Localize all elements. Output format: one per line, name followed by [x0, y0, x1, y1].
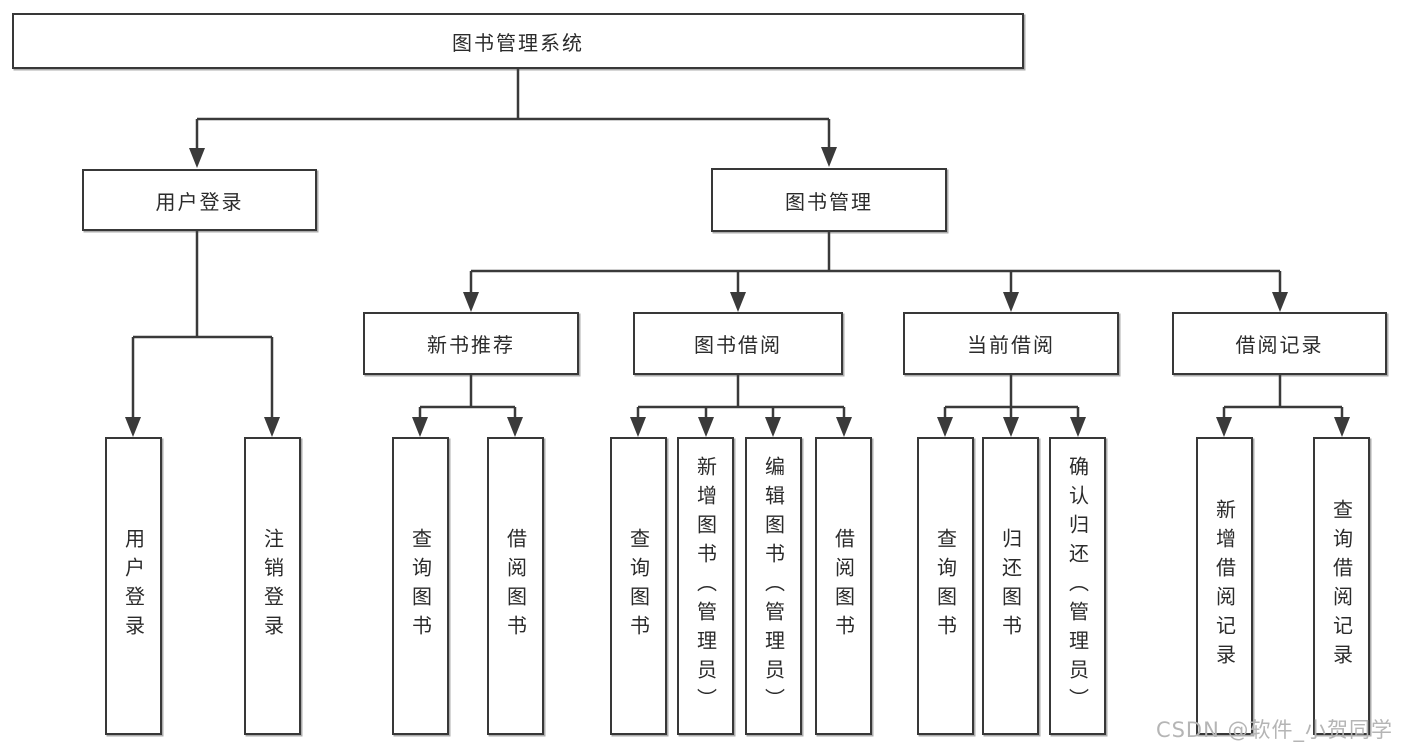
node-user-login: 用户登录 [82, 169, 317, 231]
leaf-add-borrow-record-label: 新增借阅记录 [1212, 499, 1237, 673]
leaf-query-borrow-record: 查询借阅记录 [1313, 437, 1370, 735]
leaf-query-borrow-record-label: 查询借阅记录 [1329, 499, 1354, 673]
arrowhead-icon [821, 147, 837, 167]
arrowhead-icon [698, 417, 714, 437]
leaf-recommend-query-books-label: 查询图书 [408, 528, 433, 644]
node-current-borrowing-label: 当前借阅 [967, 333, 1055, 357]
leaf-borrowing-borrow-books-label: 借阅图书 [831, 528, 856, 644]
leaf-edit-books-admin-label: 编辑图书（管理员） [761, 455, 786, 717]
leaf-edit-books-admin: 编辑图书（管理员） [745, 437, 802, 735]
arrowhead-icon [836, 417, 852, 437]
arrowhead-icon [1070, 417, 1086, 437]
arrowhead-icon [1003, 417, 1019, 437]
arrowhead-icon [125, 417, 141, 437]
node-new-book-recommendation-label: 新书推荐 [427, 333, 515, 357]
leaf-add-borrow-record: 新增借阅记录 [1196, 437, 1253, 735]
arrowhead-icon [1003, 292, 1019, 312]
arrowheads [125, 147, 1350, 437]
leaf-recommend-borrow-books-label: 借阅图书 [503, 528, 528, 644]
leaf-recommend-borrow-books: 借阅图书 [487, 437, 544, 735]
arrowhead-icon [937, 417, 953, 437]
arrowhead-icon [1334, 417, 1350, 437]
leaf-user-login: 用户登录 [105, 437, 162, 735]
leaf-confirm-return-admin-label: 确认归还（管理员） [1065, 455, 1090, 717]
leaf-recommend-query-books: 查询图书 [392, 437, 449, 735]
leaf-current-query-books-label: 查询图书 [933, 528, 958, 644]
leaf-add-books-admin: 新增图书（管理员） [677, 437, 734, 735]
leaf-return-books-label: 归还图书 [998, 528, 1023, 644]
leaf-confirm-return-admin: 确认归还（管理员） [1049, 437, 1106, 735]
arrowhead-icon [765, 417, 781, 437]
connector-path [131, 69, 1344, 419]
leaf-return-books: 归还图书 [982, 437, 1039, 735]
node-book-borrowing: 图书借阅 [633, 312, 843, 375]
leaf-borrowing-borrow-books: 借阅图书 [815, 437, 872, 735]
arrowhead-icon [412, 417, 428, 437]
root-node-label: 图书管理系统 [452, 30, 584, 55]
node-book-management: 图书管理 [711, 168, 947, 232]
leaf-user-login-label: 用户登录 [121, 528, 146, 644]
node-borrowing-records-label: 借阅记录 [1235, 333, 1324, 357]
arrowhead-icon [463, 292, 479, 312]
node-book-borrowing-label: 图书借阅 [694, 333, 782, 357]
arrowhead-icon [730, 292, 746, 312]
node-book-management-label: 图书管理 [785, 189, 873, 214]
leaf-logout-label: 注销登录 [260, 528, 285, 644]
node-borrowing-records: 借阅记录 [1172, 312, 1387, 375]
leaf-borrowing-query-books: 查询图书 [610, 437, 667, 735]
arrowhead-icon [507, 417, 523, 437]
arrowhead-icon [189, 148, 205, 168]
csdn-watermark: CSDN @软件_小贺同学 [1155, 718, 1393, 742]
node-new-book-recommendation: 新书推荐 [363, 312, 579, 375]
root-node-library-system: 图书管理系统 [12, 13, 1024, 69]
node-current-borrowing: 当前借阅 [903, 312, 1119, 375]
leaf-logout: 注销登录 [244, 437, 301, 735]
arrowhead-icon [1272, 292, 1288, 312]
node-user-login-label: 用户登录 [155, 189, 244, 214]
arrowhead-icon [630, 417, 646, 437]
leaf-current-query-books: 查询图书 [917, 437, 974, 735]
leaf-add-books-admin-label: 新增图书（管理员） [693, 455, 718, 717]
arrowhead-icon [264, 417, 280, 437]
arrowhead-icon [1216, 417, 1232, 437]
leaf-borrowing-query-books-label: 查询图书 [626, 528, 651, 644]
